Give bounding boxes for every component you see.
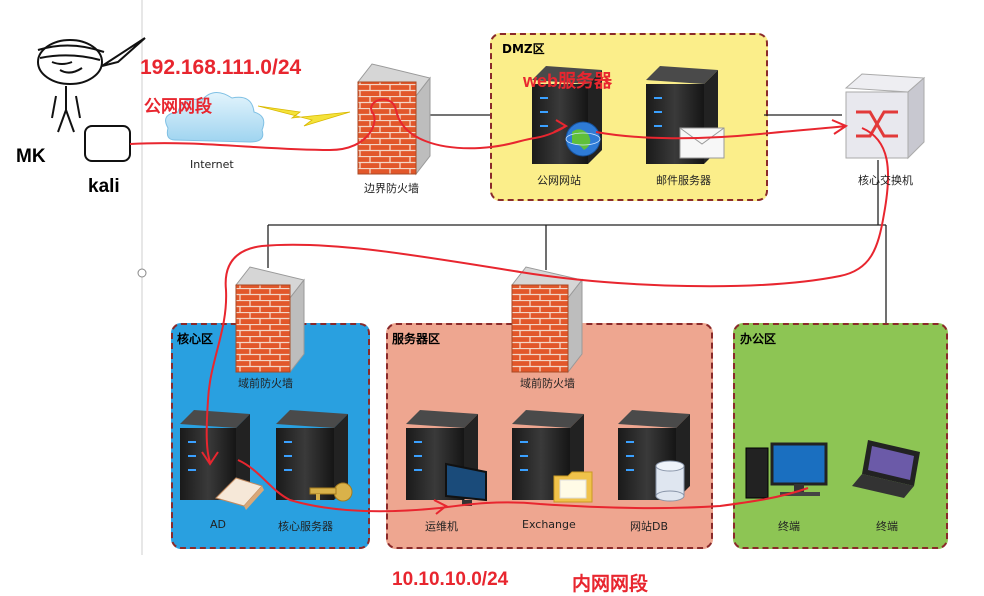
core-zone-title: 核心区: [177, 332, 214, 346]
office-pc-label: 终端: [778, 520, 800, 533]
attack-path: [129, 98, 889, 515]
key-icon: [309, 482, 353, 502]
internet-label: Internet: [190, 158, 234, 171]
folder-icon: [553, 471, 593, 503]
ad-server-icon: [180, 410, 250, 500]
public-site-label: 公网网站: [537, 174, 581, 187]
monitor-icon: [445, 462, 487, 506]
server-domain-firewall-icon: [511, 266, 583, 374]
office-zone-title: 办公区: [740, 332, 777, 346]
site-db-label: 网站DB: [630, 520, 669, 533]
book-icon: [215, 477, 264, 510]
dmz-zone-title: DMZ区: [502, 42, 545, 56]
envelope-icon: [679, 127, 725, 159]
globe-icon: [565, 121, 601, 157]
attacker-figure: [37, 37, 146, 162]
office-zone: [733, 323, 948, 549]
laptop-icon: [852, 440, 920, 498]
office-laptop-label: 终端: [876, 520, 898, 533]
internet-cloud-icon: [165, 92, 265, 143]
core-server-icon: [276, 410, 348, 500]
external-subnet-label: 192.168.111.0/24: [140, 56, 302, 79]
mail-server-icon: [646, 66, 718, 164]
mail-server-label: 邮件服务器: [656, 174, 711, 187]
web-server-label: web服务器: [523, 71, 613, 91]
site-db-server-icon: [618, 410, 690, 500]
lightning-icon: [257, 105, 351, 127]
border-firewall-label: 边界防火墙: [364, 182, 419, 195]
core-domain-firewall-label: 域前防火墙: [238, 377, 293, 390]
public-segment-label: 公网网段: [144, 97, 212, 116]
internal-subnet-label: 10.10.10.0/24: [392, 569, 509, 590]
core-server-label: 核心服务器: [278, 520, 333, 533]
core-switch-icon: [844, 73, 926, 160]
internal-segment-label: 内网网段: [572, 574, 649, 595]
attacker-host-label: kali: [88, 176, 120, 197]
ad-label: AD: [210, 518, 226, 531]
ops-machine-label: 运维机: [425, 520, 458, 533]
exchange-label: Exchange: [522, 518, 576, 531]
database-icon: [655, 460, 685, 502]
core-domain-firewall-icon: [235, 266, 305, 374]
server-zone-title: 服务器区: [392, 332, 441, 346]
attacker-label: MK: [16, 146, 46, 167]
core-switch-label: 核心交换机: [858, 174, 913, 187]
border-firewall-icon: [357, 63, 431, 176]
server-domain-firewall-label: 域前防火墙: [520, 377, 575, 390]
desktop-pc-icon: [745, 442, 828, 499]
